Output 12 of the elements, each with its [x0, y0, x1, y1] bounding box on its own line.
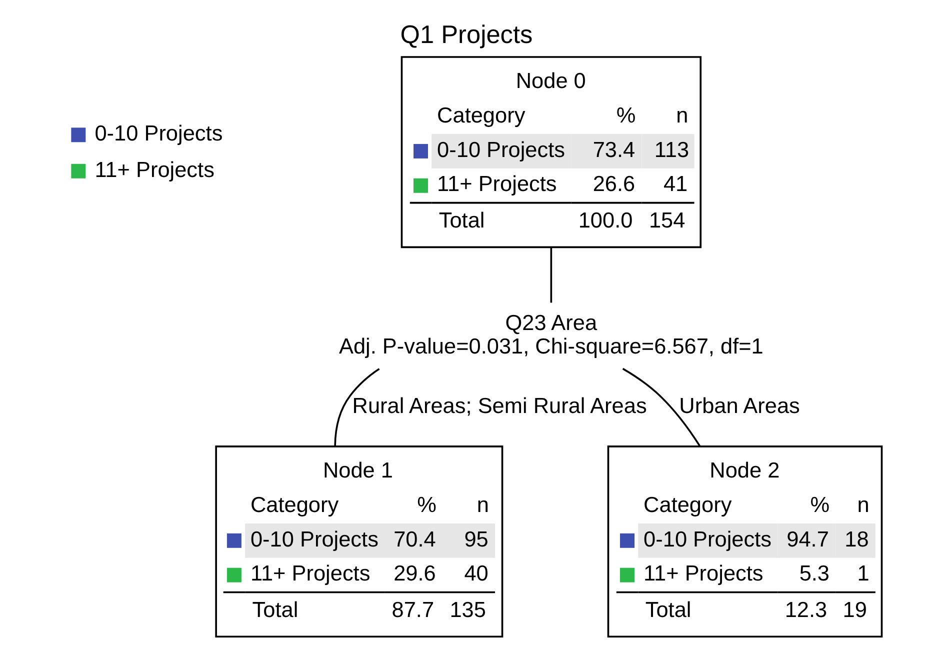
diagram-title: Q1 Projects [400, 20, 532, 49]
connector [550, 248, 552, 303]
edge-label: Rural Areas; Semi Rural Areas [352, 393, 646, 418]
edge-label: Urban Areas [678, 393, 800, 418]
legend-label: 0-10 Projects [94, 120, 222, 146]
node-box: Node 2 Category % n 0-10 Projects 94.7 18 11+ Projects 5.3 1 Total 12.3 19 [606, 446, 882, 638]
legend-label: 11+ Projects [94, 156, 214, 182]
connector [622, 368, 700, 446]
connector [334, 368, 380, 446]
node-box: Node 1 Category % n 0-10 Projects 70.4 95 11+ Projects 29.6 40 Total 87.7 135 [214, 446, 503, 638]
node-text: Q23 Area Adj. P-value=0.031, Chi-square=6.567, df=1 [338, 310, 763, 358]
node-box: Node 0 Category % n 0-10 Projects 73.4 113 11+ Projects 26.6 41 Total 100.0 154 [400, 56, 702, 248]
